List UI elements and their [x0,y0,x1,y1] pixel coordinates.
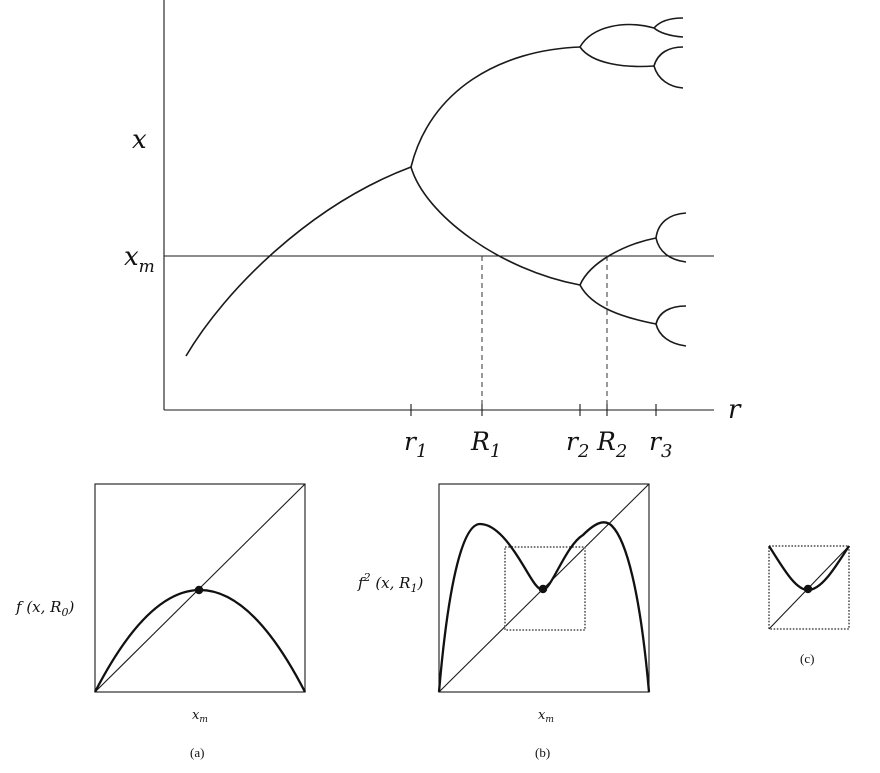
panel-b: f2 (x, R1) xm (b) [357,483,651,760]
branch-period-2-lower [410,166,581,286]
xm-axis-label: xm [124,242,155,277]
branch-period-4-lower-b [579,284,657,325]
panel-a-map-curve [93,588,307,693]
r-axis-label: r [728,395,742,425]
tick-label-r3: r3 [649,427,672,462]
tick-label-r1: r1 [404,427,427,462]
panel-c-fixed-point [803,584,813,594]
branch-period-4-upper-a [579,23,655,48]
panel-c-map-curve [768,545,850,592]
branch-period-8-7 [655,305,687,325]
panel-a-frame [94,483,306,693]
panel-a-fixed-point [194,585,204,595]
panel-b-frame [438,483,650,693]
panel-c: (c) [768,545,850,666]
branch-period-8-2 [653,27,684,38]
panel-a: f (x, R0) xm (a) [15,483,307,760]
panel-c-frame [768,545,850,630]
panel-b-fixed-point [538,584,548,594]
branch-period-8-4 [653,65,684,89]
branch-period-1 [185,166,412,357]
panel-a-ylabel: f (x, R0) [15,598,74,619]
branch-period-2-upper [410,46,581,168]
panel-a-xm-label: xm [192,708,208,725]
branch-period-4-upper-b [579,46,655,68]
panel-c-caption: (c) [800,651,814,666]
panel-b-caption: (b) [535,745,550,760]
bifurcation-diagram: x xm r r1 R1 r2 R2 r3 [124,0,742,462]
tick-label-R1: R1 [470,427,501,462]
panel-b-ylabel: f2 (x, R1) [357,571,423,595]
branch-period-8-5 [655,212,687,239]
y-axis-label: x [132,125,147,155]
branch-period-8-3 [653,46,684,67]
branch-period-4-lower-a [579,237,657,286]
branch-period-8-1 [653,17,684,29]
panel-a-caption: (a) [190,745,204,760]
panel-b-zoom-box [504,546,586,631]
tick-label-R2: R2 [596,427,627,462]
tick-label-r2: r2 [566,427,589,462]
branch-period-8-8 [655,323,687,347]
branch-period-8-6 [655,237,687,263]
panel-b-xm-label: xm [538,708,554,725]
